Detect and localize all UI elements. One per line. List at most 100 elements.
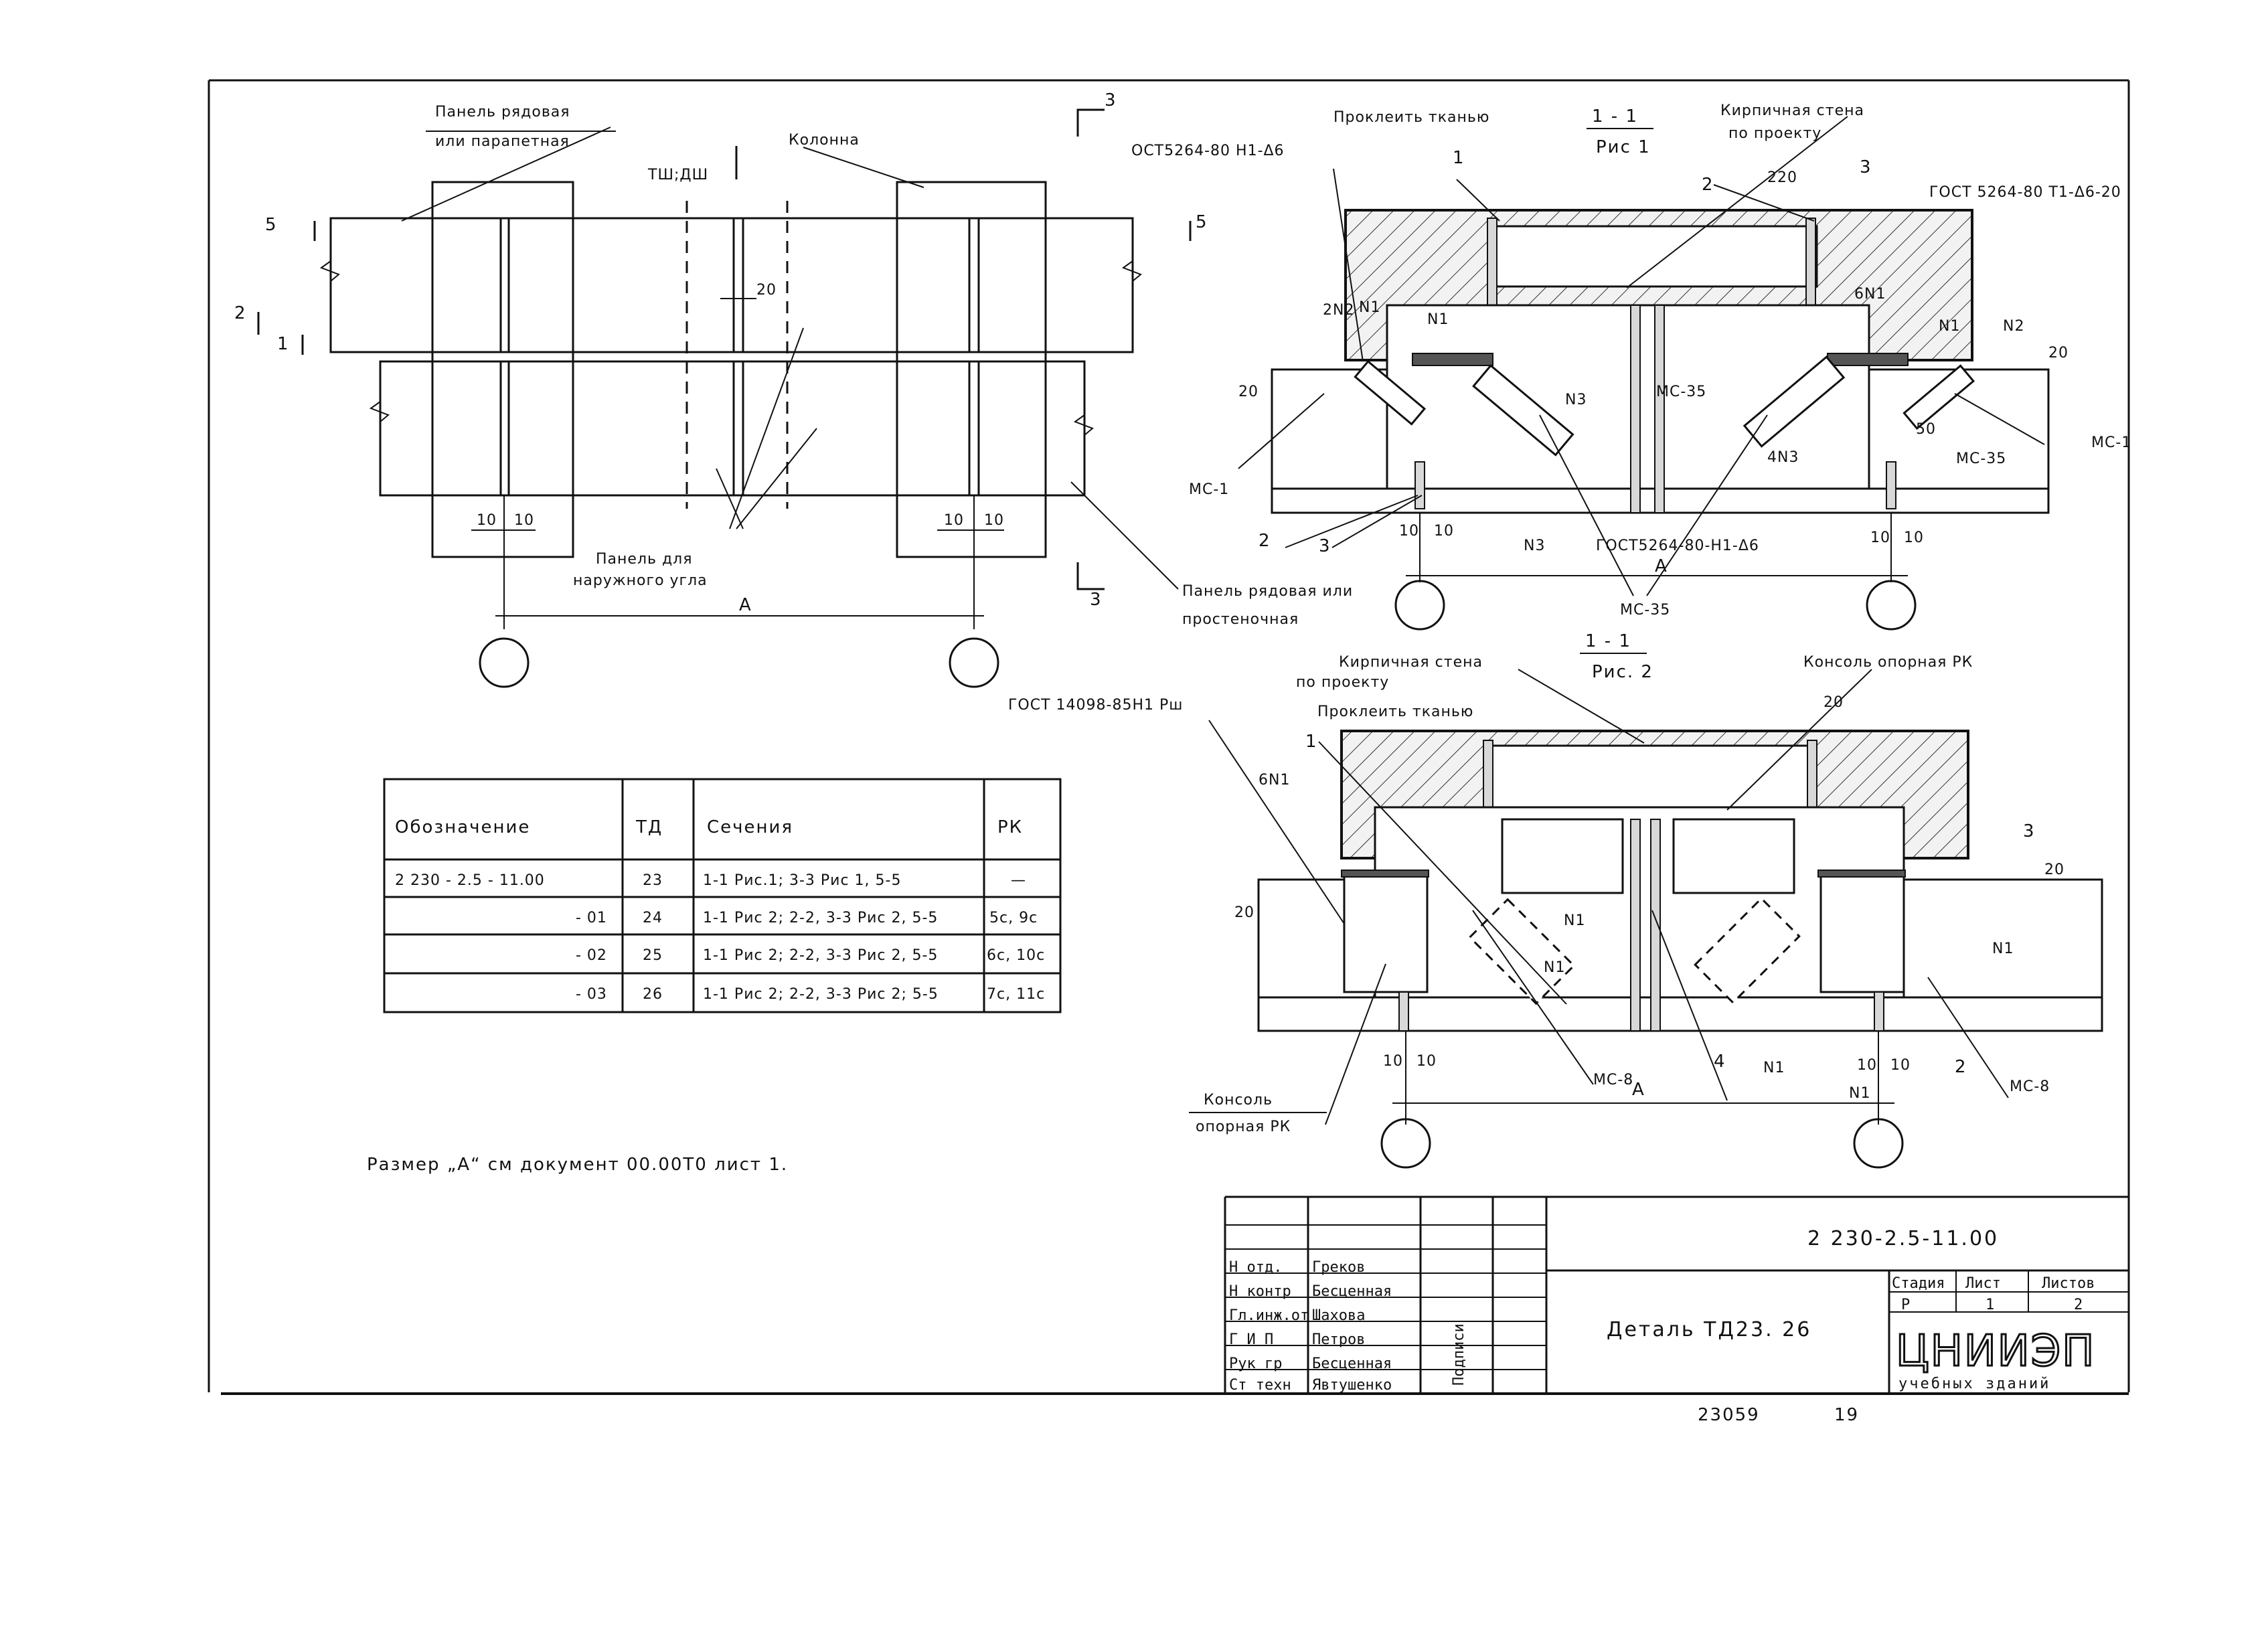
s1-mc35-right: МС-35 — [1956, 450, 2006, 467]
s2-console-l1: Консоль — [1204, 1092, 1273, 1108]
s2-mc8-left: МС-8 — [1593, 1072, 1633, 1088]
s2-d10-c: 10 — [1857, 1057, 1877, 1074]
dim-plan-10b: 10 — [514, 512, 534, 529]
s1-n3-b: N3 — [1524, 538, 1545, 554]
s1-4n3: 4N3 — [1767, 449, 1799, 466]
table-cell: 1-1 Рис 2; 2-2, 3-3 Рис 2; 5-5 — [703, 986, 939, 1003]
tb-role: Гл.инж.от — [1229, 1307, 1309, 1324]
s2-subtitle: Рис. 2 — [1592, 662, 1653, 682]
tb-name: Бесценная — [1312, 1283, 1392, 1300]
label-outer-corner-2: наружного угла — [573, 572, 708, 589]
tb-sheet: 1 — [1986, 1297, 1994, 1313]
table-cell: - 03 — [576, 986, 607, 1003]
axis-bubble-s2-left — [1380, 1118, 1431, 1169]
axis-bubble-right — [949, 637, 999, 688]
dimension-note: Размер „А“ см документ 00.00Т0 лист 1. — [367, 1155, 788, 1175]
table-cell: 5с, 9с — [989, 910, 1038, 926]
label-column: Колонна — [789, 132, 860, 149]
s1-d10-a: 10 — [1399, 523, 1419, 540]
s1-num2: 2 — [1702, 175, 1714, 195]
table-cell: 6с, 10с — [987, 947, 1045, 964]
tb-org-sub: учебных зданий — [1898, 1376, 2050, 1392]
s1-2n2: 2N2 — [1323, 302, 1354, 319]
tb-role: Н отд. — [1229, 1259, 1282, 1276]
s2-num4: 4 — [1714, 1052, 1726, 1072]
tb-stage: Р — [1901, 1297, 1910, 1313]
s1-mc35-bottom: МС-35 — [1620, 602, 1670, 619]
section-mark-3-bottom: 3 — [1090, 590, 1103, 610]
tb-name: Явтушенко — [1312, 1377, 1392, 1394]
tb-sheets-header: Листов — [2042, 1275, 2095, 1292]
s2-d20-right: 20 — [2044, 861, 2064, 878]
s1-d10-c: 10 — [1870, 529, 1890, 546]
table-cell: - 01 — [576, 910, 607, 926]
axis-bubble-s1-left — [1394, 580, 1445, 631]
s1-d10-b: 10 — [1434, 523, 1454, 540]
label-tsh: ТШ;ДШ — [647, 167, 708, 183]
s1-dim-A: A — [1655, 556, 1668, 576]
s1-num1: 1 — [1453, 148, 1465, 168]
s1-subtitle: Рис 1 — [1596, 137, 1651, 157]
table-header-designation: Обозначение — [395, 817, 530, 837]
table-cell: 1-1 Рис 2; 2-2, 3-3 Рис 2, 5-5 — [703, 947, 938, 964]
s2-num1: 1 — [1305, 732, 1318, 752]
spec-table — [383, 778, 1062, 1013]
table-cell: 1-1 Рис 2; 2-2, 3-3 Рис 2, 5-5 — [703, 910, 938, 926]
s2-dim-A: A — [1632, 1080, 1645, 1100]
footer-number: 23059 — [1698, 1405, 1760, 1425]
tb-title: Деталь ТД23. 26 — [1607, 1318, 1811, 1341]
title-block — [1224, 1196, 2129, 1392]
table-cell: 26 — [643, 986, 663, 1003]
s1-d220: 220 — [1767, 169, 1797, 186]
s2-brick-wall: Кирпичная стена — [1339, 654, 1483, 671]
s1-brick-wall: Кирпичная стена — [1720, 102, 1864, 119]
dim-plan-10c: 10 — [944, 512, 964, 529]
section-mark-5-left: 5 — [265, 215, 278, 235]
tb-org: ЦНИИЭП — [1896, 1327, 2095, 1376]
tb-stage-header: Стадия — [1892, 1275, 1945, 1292]
s2-console: Консоль опорная РК — [1803, 654, 1973, 671]
tb-doc-code: 2 230-2.5-11.00 — [1807, 1227, 1999, 1250]
sheet-frame — [208, 79, 2130, 1395]
s1-d20-right: 20 — [2048, 345, 2069, 361]
table-cell: 2 230 - 2.5 - 11.00 — [395, 872, 545, 889]
table-cell: 24 — [643, 910, 663, 926]
tb-name: Греков — [1312, 1259, 1365, 1276]
s1-n3-a: N3 — [1565, 392, 1587, 408]
s2-n1-c: N1 — [1992, 940, 2014, 957]
tb-sign-header: Подписи — [1451, 1323, 1467, 1386]
tb-name: Бесценная — [1312, 1355, 1392, 1372]
s2-mc8-right: МС-8 — [2010, 1078, 2050, 1095]
s2-console-l2: опорная РК — [1196, 1119, 1291, 1135]
s1-6n1: 6N1 — [1854, 286, 1886, 303]
s1-num3: 3 — [1860, 157, 1872, 177]
s1-mc35-mid: МС-35 — [1656, 384, 1706, 400]
s1-num2-bottom: 2 — [1259, 531, 1271, 551]
s2-num2: 2 — [1955, 1057, 1967, 1077]
s2-d10-d: 10 — [1890, 1057, 1911, 1074]
tb-name: Петров — [1312, 1331, 1365, 1348]
s2-glue: Проклеить тканью — [1317, 704, 1473, 720]
s2-n1-a: N1 — [1564, 912, 1585, 929]
s1-n1-a: N1 — [1359, 299, 1380, 316]
s2-n1-b: N1 — [1544, 959, 1565, 976]
axis-bubble-s1-right — [1866, 580, 1917, 631]
table-cell: - 02 — [576, 947, 607, 964]
s2-title: 1 - 1 — [1585, 631, 1631, 651]
table-header-rk: РК — [997, 817, 1023, 837]
tb-role: Н контр — [1229, 1283, 1291, 1300]
s1-d50: 50 — [1916, 421, 1936, 438]
s1-d20-left: 20 — [1238, 384, 1259, 400]
label-panel-wall-1: Панель рядовая или — [1182, 583, 1353, 600]
section-mark-3-top: 3 — [1105, 90, 1117, 110]
label-panel-wall-2: простеночная — [1182, 611, 1299, 628]
section-1-diagram — [1238, 116, 2050, 631]
s2-n1-e: N1 — [1849, 1085, 1870, 1102]
axis-bubble-s2-right — [1853, 1118, 1904, 1169]
s1-gost-bottom: ГОСТ5264-80-Н1-Δ6 — [1596, 538, 1759, 554]
s2-d10-a: 10 — [1383, 1053, 1403, 1070]
dim-plan-10a: 10 — [477, 512, 497, 529]
tb-role: Г И П — [1229, 1331, 1273, 1348]
table-header-sections: Сечения — [707, 817, 793, 837]
